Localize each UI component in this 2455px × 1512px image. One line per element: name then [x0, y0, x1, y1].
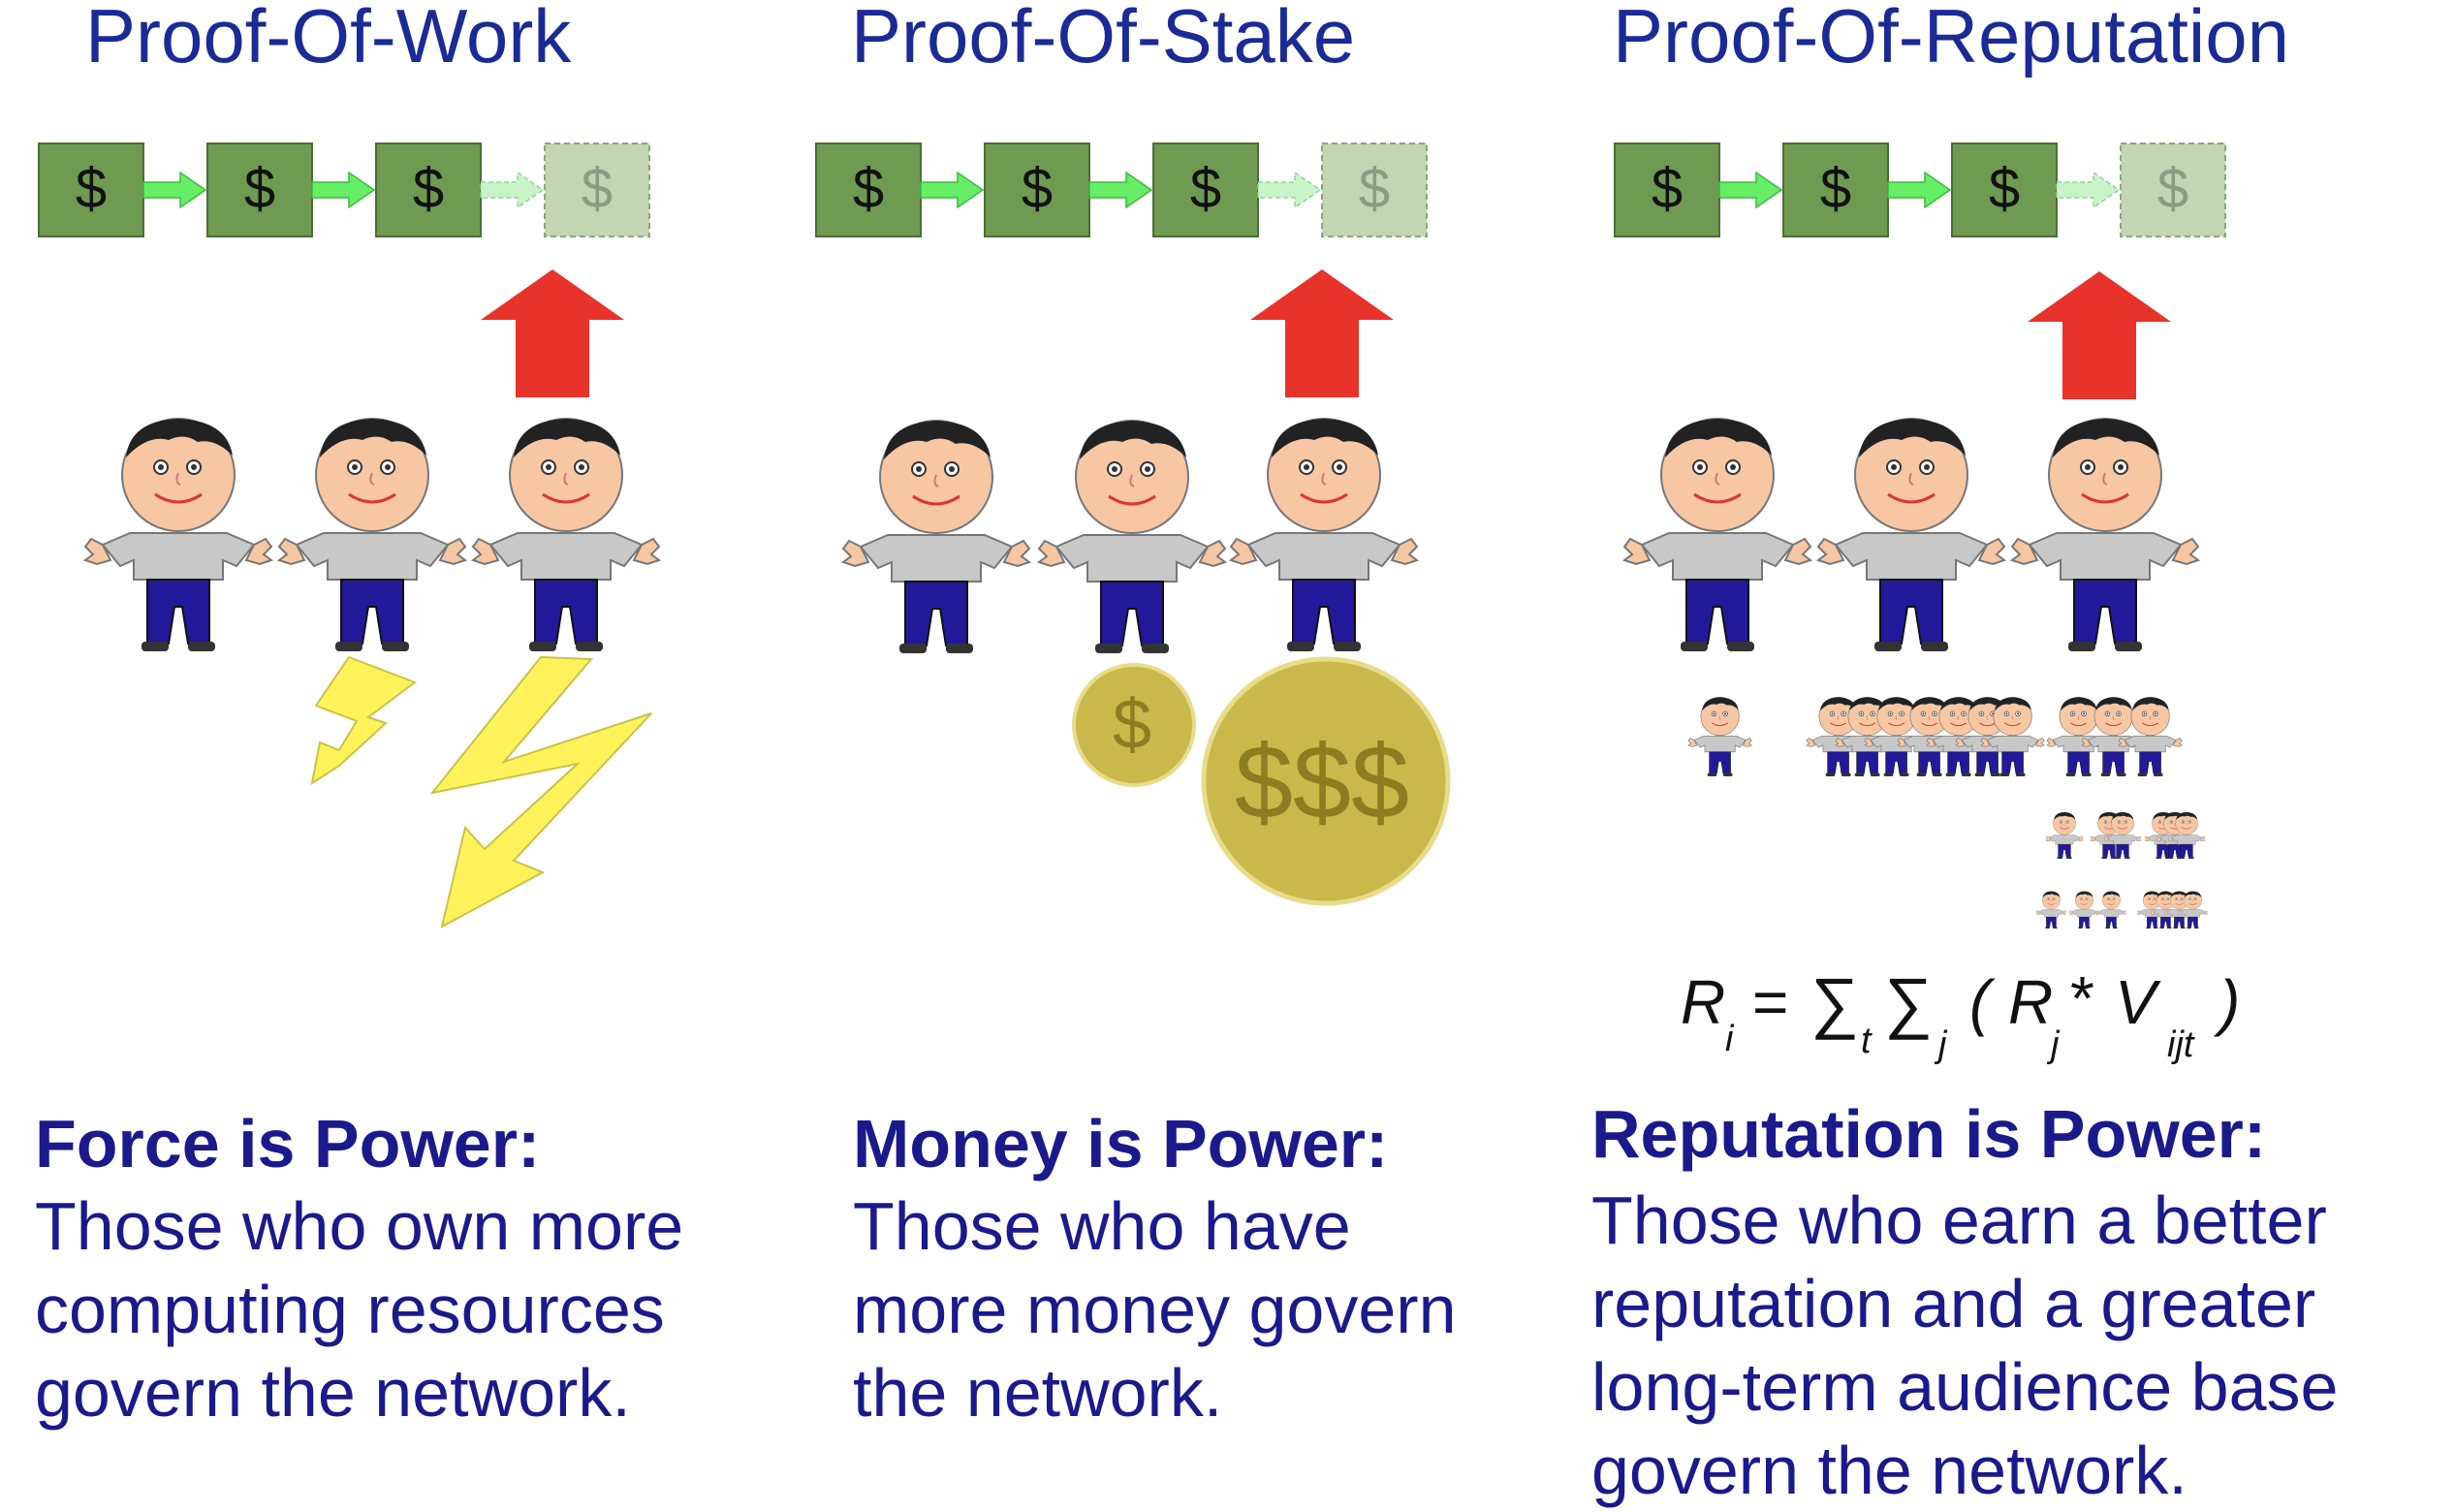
formula-eq: = — [1752, 967, 1788, 1037]
pow-block-2-symbol: $ — [244, 157, 275, 220]
por-block-3-symbol: $ — [1989, 157, 2020, 220]
pow-person-2 — [277, 417, 467, 653]
por-person-2 — [1816, 417, 2006, 653]
formula-sigma-j: ∑ — [1884, 964, 1933, 1040]
pos-coin-large-symbol: $$$ — [1235, 723, 1409, 840]
pow-lightning-small — [310, 655, 418, 786]
formula-open: ( — [1969, 967, 1996, 1037]
por-audience-1 — [1687, 696, 1752, 777]
pos-person-1 — [841, 419, 1031, 655]
por-person-3 — [2010, 417, 2200, 653]
formula-close: ) — [2213, 967, 2240, 1037]
pow-block-pending-symbol: $ — [582, 157, 613, 220]
por-audience-3 — [2035, 696, 2209, 929]
formula-ijt: ijt — [2167, 1024, 2195, 1065]
pos-blockchain: $ $ $ $ — [815, 142, 1428, 237]
por-blockchain: $ $ $ $ — [1614, 142, 2226, 237]
por-block-pending-symbol: $ — [2157, 157, 2188, 220]
pos-selected-arrow — [1250, 269, 1394, 397]
pow-caption-body: Those who own more computing resources g… — [35, 1188, 684, 1431]
pos-caption-body: Those who have more money govern the net… — [853, 1188, 1457, 1431]
por-caption-head: Reputation is Power: — [1591, 1096, 2267, 1172]
pos-block-1-symbol: $ — [853, 157, 884, 220]
pos-block-2-symbol: $ — [1022, 157, 1053, 220]
por-caption-body: Those who earn a better reputation and a… — [1591, 1182, 2339, 1508]
pow-blockchain: $ $ $ $ — [38, 142, 650, 237]
por-selected-arrow — [2028, 271, 2171, 399]
pos-coin-large: $$$ — [1201, 656, 1451, 906]
formula-i: i — [1725, 1019, 1735, 1059]
formula-j: j — [1934, 1024, 1948, 1065]
pow-block-1-symbol: $ — [76, 157, 107, 220]
formula-star: * — [2070, 963, 2094, 1033]
pos-person-2 — [1037, 419, 1227, 655]
por-block-2-symbol: $ — [1820, 157, 1851, 220]
por-person-1 — [1622, 417, 1812, 653]
pow-lightning-large — [429, 655, 652, 929]
pos-block-pending-symbol: $ — [1359, 157, 1390, 220]
pos-block-3-symbol: $ — [1190, 157, 1221, 220]
pow-selected-arrow — [481, 269, 624, 397]
pos-caption-head: Money is Power: — [853, 1106, 1389, 1181]
pos-person-3 — [1229, 417, 1419, 653]
pow-person-3 — [471, 417, 661, 653]
pow-person-1 — [83, 417, 273, 653]
por-block-1-symbol: $ — [1652, 157, 1683, 220]
formula-sigma-t: ∑ — [1810, 964, 1859, 1040]
pow-block-3-symbol: $ — [413, 157, 444, 220]
formula-t: t — [1861, 1021, 1873, 1061]
pos-coin-small-symbol: $ — [1113, 686, 1151, 764]
pos-title: Proof-Of-Stake — [851, 0, 1356, 79]
pow-caption-head: Force is Power: — [35, 1106, 541, 1181]
formula-Rj: R — [2008, 967, 2053, 1037]
por-audience-2 — [1806, 696, 2045, 777]
pow-title: Proof-Of-Work — [85, 0, 572, 79]
pos-coin-small: $ — [1072, 663, 1196, 787]
por-title: Proof-Of-Reputation — [1613, 0, 2290, 79]
reputation-formula: R i = ∑ t ∑ j ( R j * V ijt ) — [1681, 963, 2240, 1065]
formula-R: R — [1681, 967, 1725, 1037]
formula-V: V — [2115, 967, 2161, 1037]
